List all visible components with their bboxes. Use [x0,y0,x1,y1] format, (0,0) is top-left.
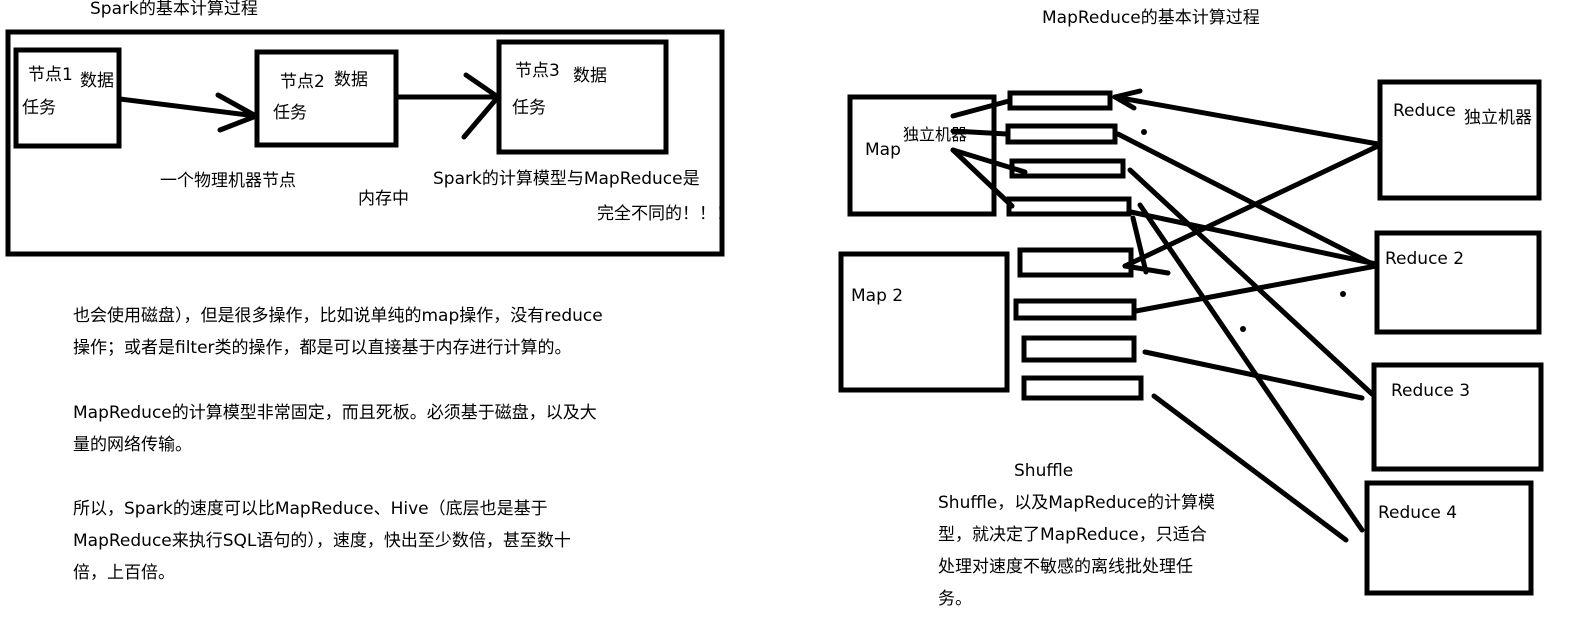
paragraph-speed: 所以，Spark的速度可以比MapReduce、Hive（底层也是基于 MapR… [73,493,571,589]
reduce2-label: Reduce 2 [1385,249,1465,269]
node3-task: 任务 [512,98,546,118]
memory-label: 内存中 [358,189,409,209]
paragraph-memory: 也会使用磁盘），但是很多操作，比如说单纯的map操作，没有reduce 操作；或… [73,300,603,364]
paragraph-speed-line3: 倍，上百倍。 [73,563,175,583]
mapreduce-note-line1: Shuffle，以及MapReduce的计算模 [938,493,1215,513]
reduce4-box [1364,480,1534,596]
paragraph-mapreduce-model-line2: 量的网络传输。 [73,435,192,455]
map2-box [838,251,1010,393]
node2-task: 任务 [273,103,307,123]
node3-name: 节点3 [515,61,560,81]
spark-node3-box [496,39,669,155]
physical-machine-label: 一个物理机器节点 [160,171,296,191]
spark-physical-machine-box [5,29,725,257]
mapreduce-note-line2: 型，就决定了MapReduce，只适合 [938,525,1207,545]
spark-title: Spark的基本计算过程 [90,0,258,19]
spark-arrow-1 [117,92,259,133]
node2-data: 数据 [334,70,368,90]
paragraph-memory-line2: 操作；或者是filter类的操作，都是可以直接基于内存进行计算的。 [73,338,572,358]
mapreduce-note: Shuffle，以及MapReduce的计算模 型，就决定了MapReduce，… [938,487,1215,615]
paragraph-mapreduce-model-line1: MapReduce的计算模型非常固定，而且死板。必须基于磁盘，以及大 [73,403,597,423]
paragraph-speed-line2: MapReduce来执行SQL语句的），速度，快出至少数倍，甚至数十 [73,531,571,551]
paragraph-mapreduce-model: MapReduce的计算模型非常固定，而且死板。必须基于磁盘，以及大 量的网络传… [73,397,597,461]
reduce3-label: Reduce 3 [1391,381,1471,401]
paragraph-memory-line1: 也会使用磁盘），但是很多操作，比如说单纯的map操作，没有reduce [73,306,603,326]
partition-6 [1013,298,1137,321]
reduce3-box [1371,362,1544,472]
shuffle-lines [1112,88,1381,543]
node1-data: 数据 [80,71,114,91]
reduce4-label: Reduce 4 [1378,503,1458,523]
partition-7 [1021,335,1137,363]
node1-name: 节点1 [28,65,73,85]
partition-1 [1007,90,1113,111]
node1-task: 任务 [22,98,56,118]
partition-8 [1021,375,1144,401]
reduce2-box [1374,230,1542,335]
paragraph-speed-line1: 所以，Spark的速度可以比MapReduce、Hive（底层也是基于 [73,499,548,519]
reduce1-label: Reduce [1393,101,1456,121]
mapreduce-note-line4: 务。 [938,589,972,609]
partition-5 [1017,247,1134,278]
spark-model-note-line1: Spark的计算模型与MapReduce是 [433,169,700,189]
map1-box [847,94,997,217]
node3-data: 数据 [573,66,607,86]
partition-2 [1005,123,1118,145]
spark-model-note-line2: 完全不同的！！！ [597,204,733,224]
mapreduce-note-line3: 处理对速度不敏感的离线批处理任 [938,557,1193,577]
partition-3 [1009,158,1126,179]
shuffle-label: Shuffle [1014,461,1074,481]
map1-label: Map [865,140,901,160]
map2-label: Map 2 [851,286,904,306]
reduce1-box [1377,79,1542,201]
reduce1-machine-label: 独立机器 [1464,108,1532,128]
map-to-partition-lines [950,98,1028,209]
spark-arrow-2 [394,72,501,140]
spark-node2-box [254,49,399,148]
node2-name: 节点2 [280,72,325,92]
shuffle-partitions [1005,90,1144,401]
ellipsis-dots [1141,129,1346,332]
map1-machine-label: 独立机器 [903,125,968,144]
mapreduce-title: MapReduce的基本计算过程 [1042,8,1260,28]
partition-4 [1006,196,1132,217]
